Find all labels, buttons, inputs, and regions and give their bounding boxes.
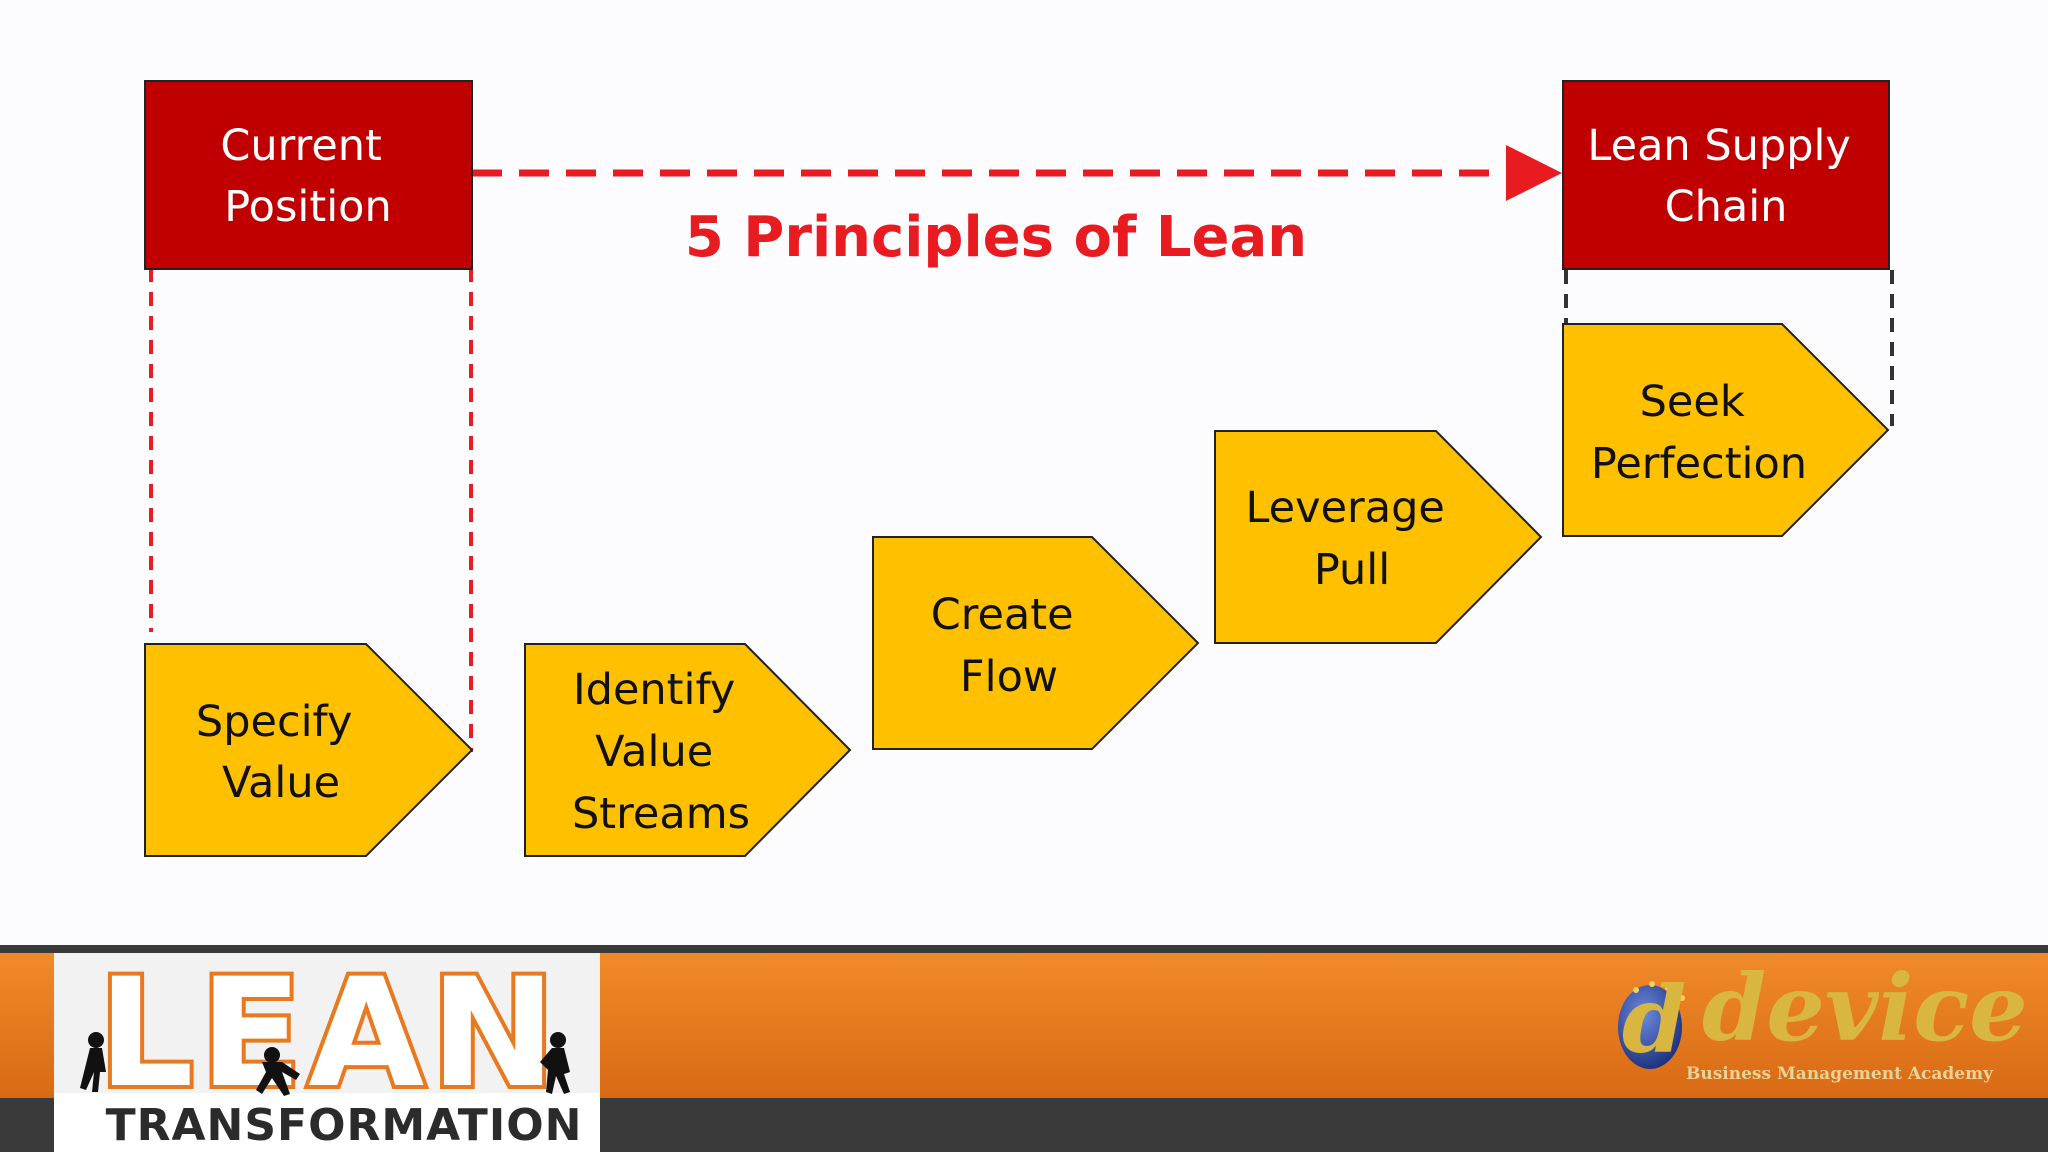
step-line: Perfection <box>1591 439 1807 489</box>
lean-supply-chain-line: Chain <box>1665 182 1788 232</box>
current-position-line: Position <box>224 182 391 232</box>
current-position-line: Current <box>220 121 382 171</box>
step-label: Create Flow <box>931 590 1088 702</box>
lean-supply-chain-line: Lean Supply <box>1587 121 1850 171</box>
brand-initial: d <box>1622 966 1686 1074</box>
step-line: Pull <box>1314 545 1390 595</box>
step-line: Value <box>595 727 713 777</box>
device-brand-logo: d device Business Management Academy <box>1618 954 2028 1084</box>
step-label: Identify Value Streams <box>572 665 750 839</box>
step-specify-value: Specify Value <box>144 643 474 857</box>
step-seek-perfection: Seek Perfection <box>1562 323 1890 537</box>
footer-top-rule <box>0 945 2048 953</box>
lean-transformation-logo: LEAN TRANSFORMATION <box>54 943 600 1152</box>
step-label: Seek Perfection <box>1591 377 1807 489</box>
step-line: Create <box>931 590 1074 640</box>
step-line: Seek <box>1640 377 1745 427</box>
step-line: Flow <box>960 652 1058 702</box>
star-icons <box>1633 981 1685 1001</box>
logo-transformation-word: TRANSFORMATION <box>106 1100 583 1151</box>
brand-name: device <box>1702 954 2028 1062</box>
step-line: Identify <box>573 665 735 715</box>
pushing-figures-icon <box>80 1032 570 1096</box>
step-create-flow: Create Flow <box>872 536 1200 750</box>
step-line: Specify <box>196 697 352 747</box>
diagram-title: 5 Principles of Lean <box>685 205 1307 270</box>
step-leverage-pull: Leverage Pull <box>1214 430 1543 644</box>
logo-upper-panel <box>54 953 600 1093</box>
lean-supply-chain-box: Lean Supply Chain <box>1562 80 1890 270</box>
globe-icon <box>1618 985 1682 1069</box>
current-position-label: Current Position <box>220 121 395 232</box>
step-label: Specify Value <box>196 697 366 808</box>
step-line: Leverage <box>1245 483 1444 533</box>
lean-supply-chain-label: Lean Supply Chain <box>1587 121 1864 232</box>
current-position-box: Current Position <box>144 80 473 270</box>
step-label: Leverage Pull <box>1245 483 1458 595</box>
step-line: Value <box>222 758 340 808</box>
brand-tagline: Business Management Academy <box>1686 1064 1994 1084</box>
step-identify-value-streams: Identify Value Streams <box>524 643 852 857</box>
step-line: Streams <box>572 789 750 839</box>
logo-lean-word: LEAN <box>98 947 562 1121</box>
